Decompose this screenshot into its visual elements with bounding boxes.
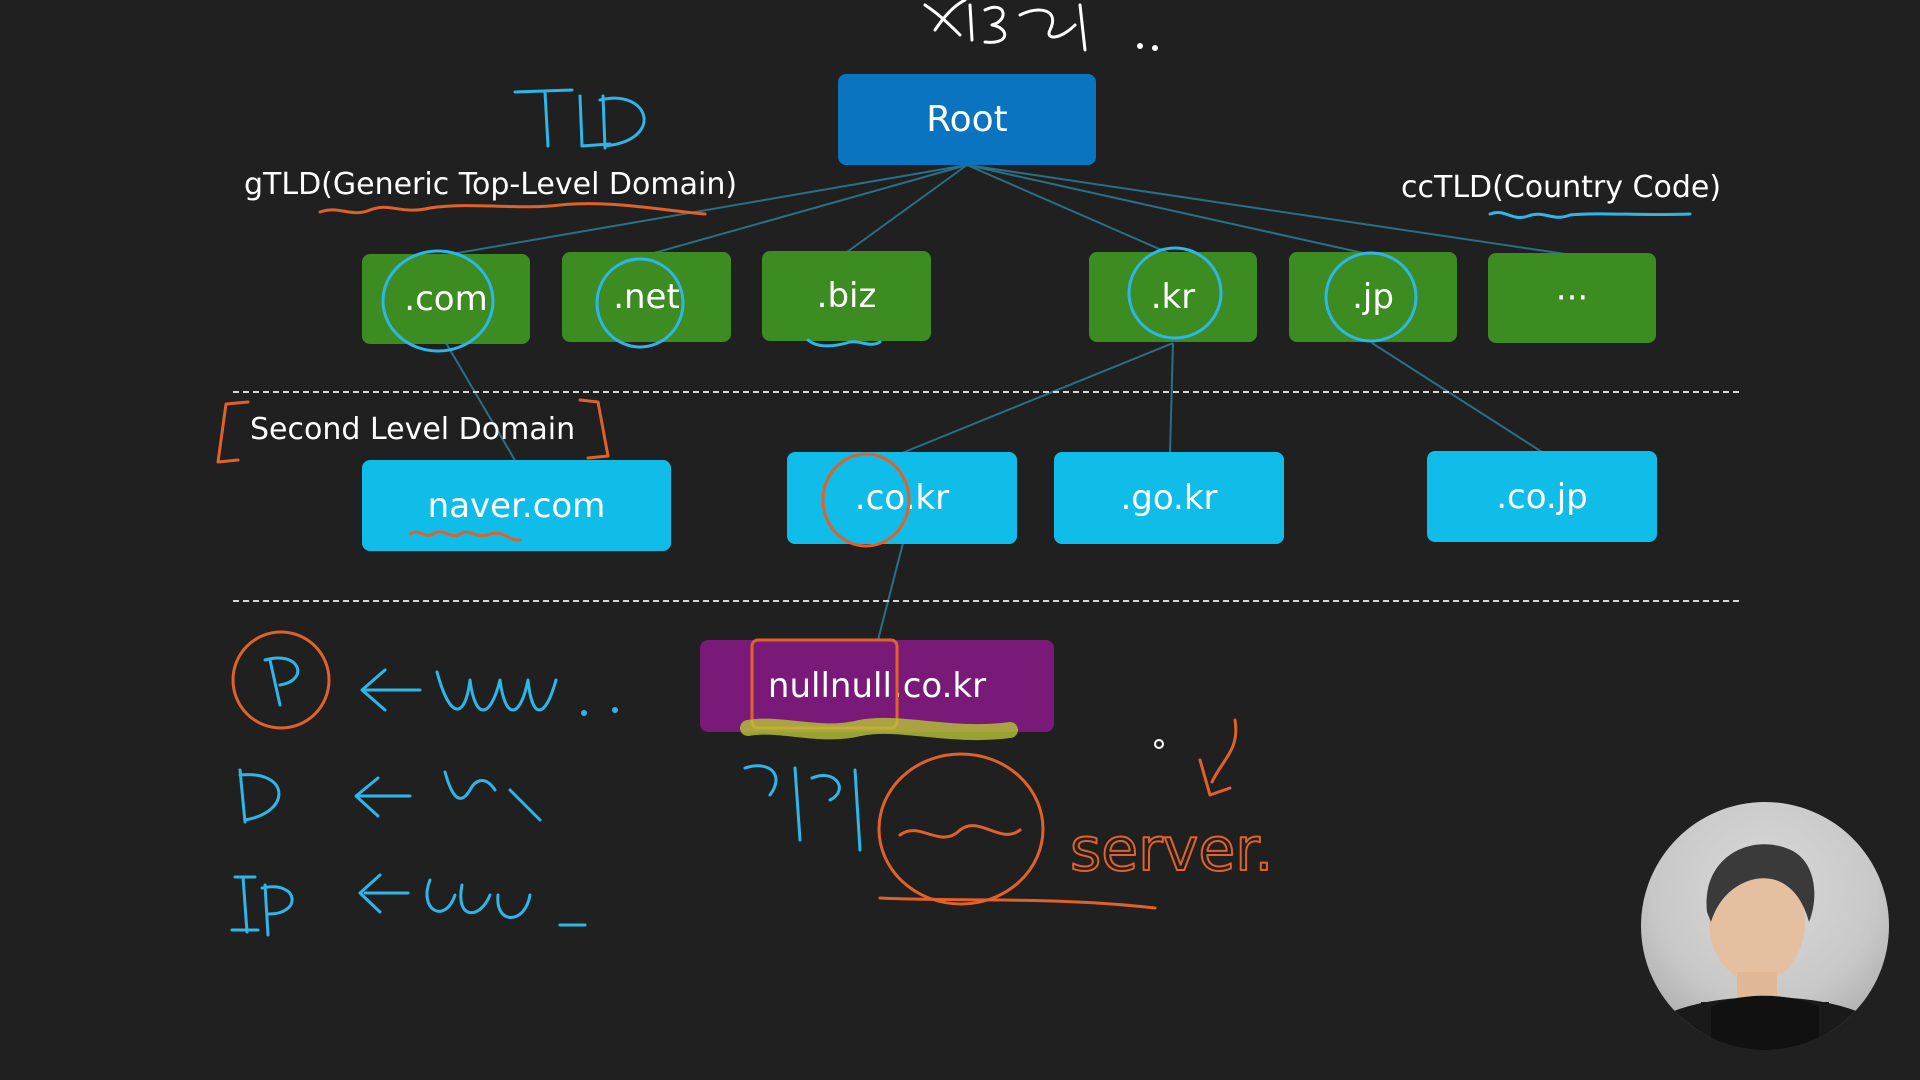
sld-go-kr: .go.kr [1054, 452, 1284, 544]
tld-com: .com [362, 254, 530, 344]
root-node: Root [838, 74, 1096, 165]
cctld-label: ccTLD(Country Code) [1401, 170, 1722, 205]
sld-naver-com: naver.com [362, 460, 671, 551]
tld-jp: .jp [1289, 252, 1457, 342]
sld-co-kr: .co.kr [787, 452, 1017, 544]
tld-net: .net [562, 252, 731, 342]
presenter-silhouette-icon [1645, 844, 1885, 1050]
tld-biz: .biz [762, 251, 931, 341]
sld-co-jp: .co.jp [1427, 451, 1657, 542]
tld-kr: .kr [1089, 252, 1257, 342]
tld-more: ··· [1488, 253, 1656, 343]
svg-text:server.: server. [1070, 815, 1274, 885]
gtld-label: gTLD(Generic Top-Level Domain) [244, 167, 738, 202]
host-nullnull-co-kr: nullnull.co.kr [700, 640, 1054, 732]
second-level-domain-label: Second Level Domain [250, 412, 576, 447]
presenter-webcam [1641, 802, 1889, 1050]
